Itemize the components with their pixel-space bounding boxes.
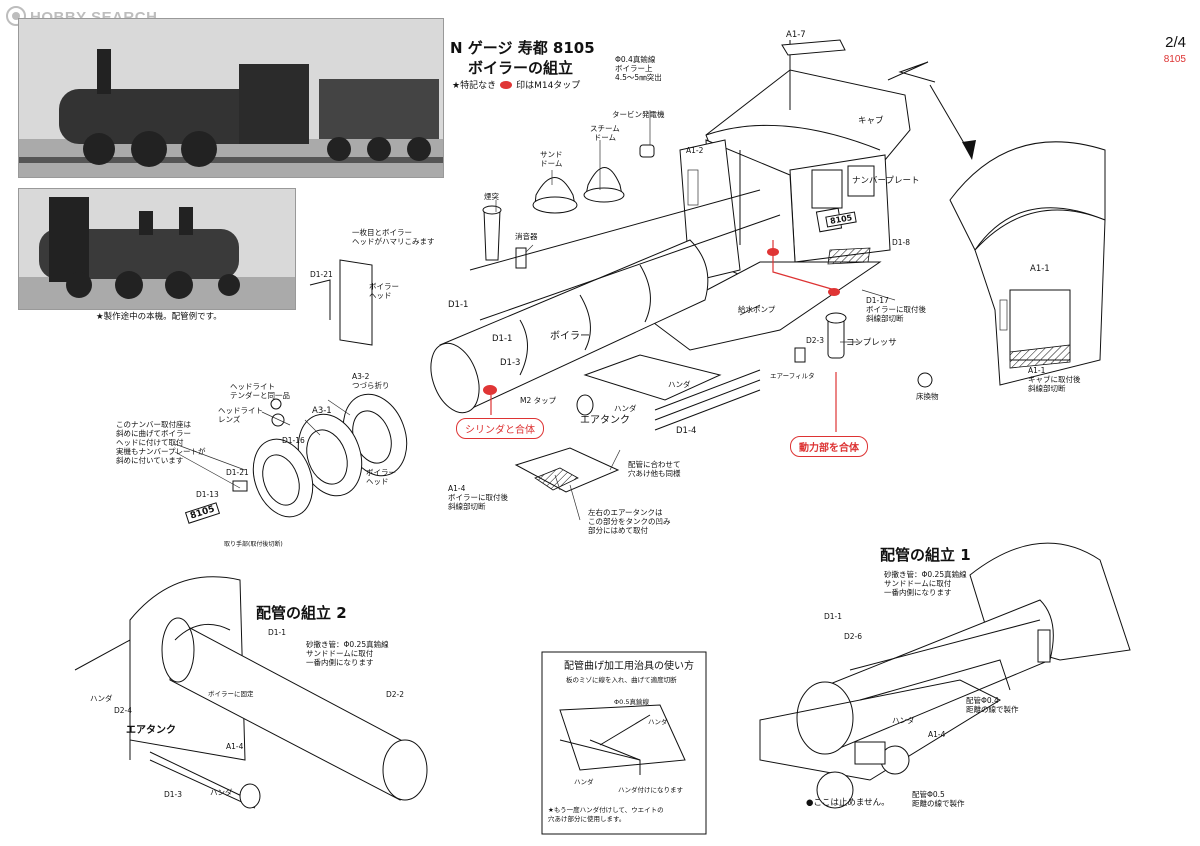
- label-m2-tap: M2 タップ: [520, 396, 557, 405]
- locomotive-side-photo-icon: [19, 49, 443, 177]
- callout-power-unit: 動力部を合体: [790, 436, 868, 457]
- label-a1-4: A1-4 ボイラーに取付後 斜線部切断: [448, 484, 508, 511]
- label-steam-dome: スチーム ドーム: [590, 124, 620, 142]
- brand-logo-icon: [6, 6, 26, 26]
- label-compressor: コンプレッサ: [846, 338, 897, 348]
- p1-pipe-05: 配管Φ0.5 距離の線で製作: [912, 790, 965, 808]
- p2-d1-3: D1-3: [164, 790, 183, 799]
- label-a3-1: A3-1: [312, 406, 332, 416]
- label-wire-04: Φ0.4真鍮線 ボイラー上 4.5～5㎜突出: [615, 55, 662, 82]
- callout-cylinder: シリンダと合体: [456, 418, 544, 439]
- page-code: 8105: [1163, 54, 1186, 65]
- jig-title: 配管曲げ加工用治具の使い方: [564, 661, 694, 672]
- p1-d1-1: D1-1: [824, 612, 843, 621]
- label-tank-note: 左右のエアータンクは この部分をタンクの凹み 部分にはめて取付: [588, 508, 671, 535]
- label-floor-lamp: 床換物: [916, 392, 939, 401]
- label-number-mount: このナンバー取付座は 斜めに曲げてボイラー ヘッドに付けて取付 実機もナンバープ…: [116, 420, 206, 465]
- label-d1-17: D1-17 ボイラーに取付後 斜線部切断: [866, 296, 926, 323]
- label-d1-13: D1-13: [196, 490, 219, 499]
- label-d1-8: D1-8: [892, 238, 911, 247]
- smokebox-front: [232, 393, 408, 518]
- p1-stop-here: ●ここは止めません。: [806, 798, 890, 808]
- piping-1-drawing: [759, 542, 1131, 809]
- p2-boiler-fix: ボイラーに固定: [208, 690, 254, 698]
- p2-solder: ハンダ: [90, 694, 113, 703]
- p1-pipe-04: 配管Φ0.4 距離の線で製作: [966, 696, 1019, 714]
- p2-d1-1: D1-1: [268, 628, 287, 637]
- p1-solder: ハンダ: [892, 716, 915, 725]
- p2-d2-4: D2-4: [114, 706, 133, 715]
- label-d2-3: D2-3: [806, 336, 825, 345]
- locomotive-front-photo-icon: [19, 197, 295, 309]
- label-boiler: ボイラー: [550, 331, 590, 342]
- label-number-plate: ナンバープレート: [852, 176, 920, 186]
- label-pipe-match: 配管に合わせて 穴あけ他も同様: [628, 460, 681, 478]
- boiler-cylinder: [430, 239, 709, 414]
- label-a1-2: A1-2: [686, 146, 704, 155]
- p2-d2-2: D2-2: [386, 690, 405, 699]
- label-d1-21: D1-21: [226, 468, 249, 477]
- page-title: N ゲージ 寿都 8105: [450, 39, 595, 57]
- label-a1-1: A1-1: [1030, 264, 1050, 274]
- label-muffler: 消音器: [515, 232, 538, 241]
- piping2-title: 配管の組立 2: [256, 604, 347, 622]
- jig-sub: 板のミゾに線を入れ、曲げて適度切断: [566, 676, 677, 684]
- label-d1-1-b: D1-1: [492, 334, 513, 344]
- label-d1-1-a: D1-1: [448, 300, 469, 310]
- label-turbine-generator: タービン発電機: [612, 110, 665, 119]
- label-boiler-head-top: ボイラー ヘッド: [369, 282, 399, 300]
- label-air-filter: エアーフィルタ: [770, 372, 815, 380]
- label-sand-dome: サンド ドーム: [540, 150, 563, 168]
- label-air-tank: エアタンク: [580, 415, 630, 426]
- piping-2-drawing: [74, 576, 428, 809]
- label-cut-note: 取り手部(取付後切断): [224, 541, 283, 548]
- jig-bend: ハンダ付けになります: [618, 786, 683, 794]
- page-number: 2/4: [1165, 34, 1186, 51]
- cab-detail: [949, 141, 1106, 386]
- label-headlight-lens: ヘッドライト レンズ: [218, 406, 263, 424]
- label-a3-2: A3-2 つづら折り: [352, 372, 390, 390]
- p2-solder-2: ハンダ: [210, 788, 233, 797]
- p1-a1-4: A1-4: [928, 730, 946, 739]
- locomotive-photo-1: [18, 18, 444, 178]
- jig-solder-top: ハンダ: [648, 718, 668, 726]
- label-d1-4: D1-4: [676, 426, 697, 436]
- label-one-piece: 一枚目とボイラー ヘッドがハマリこみます: [352, 228, 435, 246]
- label-d1-16: D1-16: [282, 436, 305, 445]
- jig-wire: Φ0.5真鍮線: [614, 698, 649, 706]
- label-d1-21-top: D1-21: [310, 270, 333, 279]
- label-cab: キャブ: [858, 116, 884, 126]
- p2-a1-4: A1-4: [226, 742, 244, 751]
- label-a1-1-b: A1-1 キャブに取付後 斜線部切断: [1028, 366, 1081, 393]
- label-headlight-tender: ヘッドライト テンダーと同一品: [230, 382, 290, 400]
- label-d1-3: D1-3: [500, 358, 521, 368]
- photo-caption: ★製作途中の本機。配管例です。: [96, 312, 222, 322]
- label-a1-7: A1-7: [786, 30, 806, 40]
- p1-sand-pipe: 砂撒き管：Φ0.25真鍮線 サンドドームに取付 一番内側になります: [884, 570, 967, 597]
- piping1-title: 配管の組立 1: [880, 546, 971, 564]
- p2-sand-pipe: 砂撒き管：Φ0.25真鍮線 サンドドームに取付 一番内側になります: [306, 640, 389, 667]
- p2-air-tank: エアタンク: [126, 725, 176, 736]
- jig-solder-bottom: ハンダ: [574, 778, 594, 786]
- p1-d2-6: D2-6: [844, 632, 863, 641]
- tap-note: ★特記なき印はM14タップ: [452, 81, 581, 91]
- jig-drawing: [541, 651, 707, 835]
- page-subtitle: ボイラーの組立: [468, 59, 574, 77]
- cab-assembly: [679, 39, 911, 283]
- label-boiler-head-bottom: ボイラー ヘッド: [366, 468, 396, 486]
- label-solder-a: ハンダ: [668, 380, 691, 389]
- label-solder-b: ハンダ: [614, 404, 637, 413]
- jig-note: ★もう一度ハンダ付けして、ウエイトの 穴あけ部分に使用します。: [548, 806, 664, 823]
- red-dot-icon: [500, 81, 513, 89]
- label-water-pump: 給水ポンプ: [738, 305, 776, 314]
- locomotive-photo-2: [18, 188, 296, 310]
- label-chimney: 煙突: [484, 192, 499, 201]
